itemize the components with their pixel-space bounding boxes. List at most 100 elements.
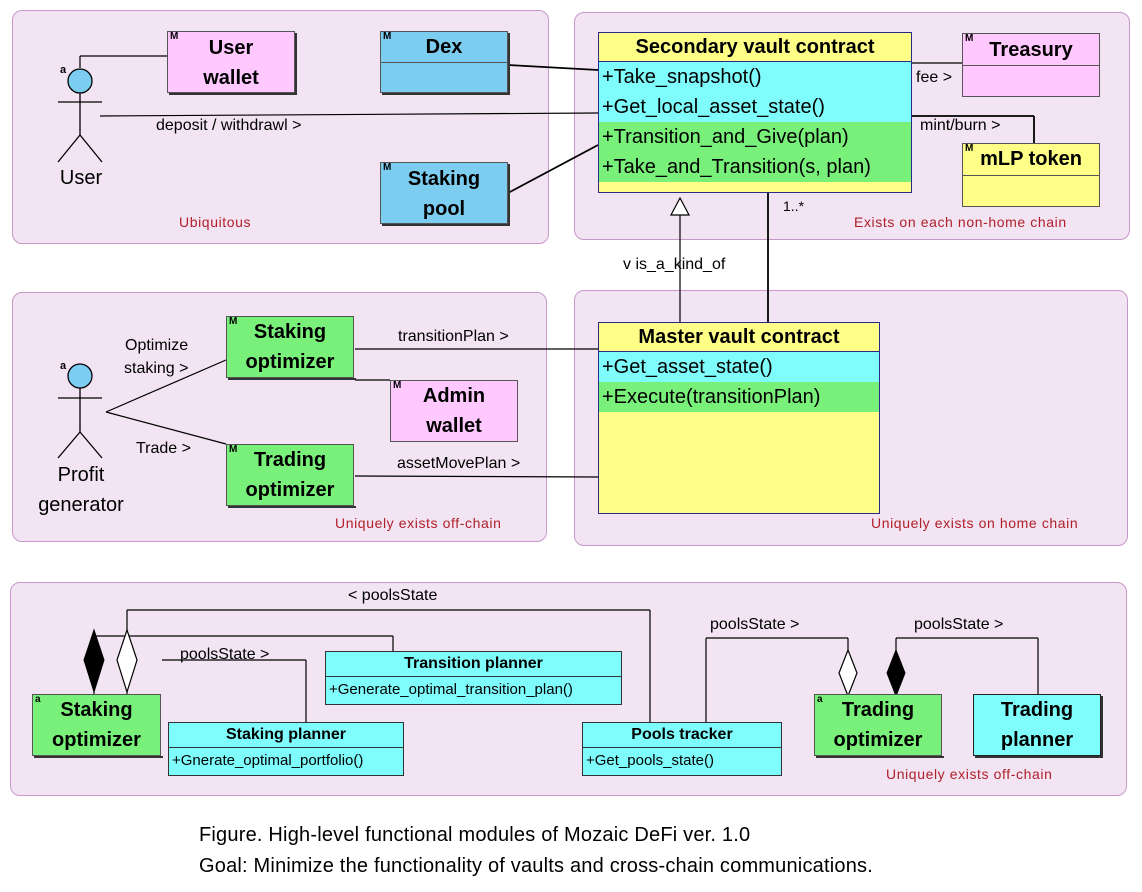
caption-line2: Goal: Minimize the functionality of vaul…: [199, 855, 873, 877]
dex-box[interactable]: M Dex: [380, 31, 508, 93]
mint-burn-label: mint/burn >: [920, 117, 1001, 134]
trading-optimizer-title-2: optimizer: [245, 479, 335, 501]
dex-shadow-bottom: [382, 93, 510, 95]
profit-generator-actor-figure: [57, 363, 103, 459]
a-badge: a: [817, 694, 823, 705]
staking-optimizer-bottom-title-2: optimizer: [52, 729, 141, 751]
staking-pool-title-1: Staking: [407, 168, 481, 190]
trading-optimizer-bottom-title-2: optimizer: [833, 729, 923, 751]
profit-generator-badge: a: [60, 360, 67, 372]
pools-tracker-op: +Get_pools_state(): [586, 752, 714, 769]
trading-planner-shadow-bottom: [975, 756, 1103, 758]
master-vault-op: +Execute(transitionPlan): [599, 382, 879, 412]
staking-pool-shadow: [508, 164, 510, 226]
trading-optimizer-shadow: [228, 506, 356, 508]
asset-move-plan-label: assetMovePlan >: [397, 455, 521, 472]
user-wallet-shadow-bottom: [169, 93, 297, 95]
trading-planner-title-1: Trading: [1000, 699, 1074, 721]
m-badge: M: [229, 444, 238, 455]
dex-shadow: [508, 33, 510, 95]
staking-optimizer-bottom-box[interactable]: a Staking optimizer: [32, 694, 161, 756]
transition-planner-op: +Generate_optimal_transition_plan(): [329, 681, 573, 698]
treasury-box[interactable]: M Treasury: [962, 33, 1100, 97]
a-badge: a: [35, 694, 41, 705]
region-label-ubiquitous: Ubiquitous: [179, 214, 252, 230]
generalization-arrow: [670, 196, 690, 216]
optimize-label-line1: Optimize: [125, 337, 189, 354]
staking-pool-shadow-bottom: [382, 224, 510, 226]
region-label-offchain-bottom: Uniquely exists off-chain: [886, 766, 1053, 782]
user-actor-label: User: [59, 167, 103, 189]
secondary-vault-op: +Get_local_asset_state(): [599, 92, 911, 122]
treasury-divider: [963, 65, 1099, 66]
trading-planner-title-2: planner: [1000, 729, 1074, 751]
deposit-withdraw-label: deposit / withdrawl >: [156, 117, 302, 134]
user-wallet-box[interactable]: M User wallet: [167, 31, 295, 93]
pools-state-right2-label: poolsState >: [914, 616, 1004, 633]
dex-divider: [381, 62, 507, 63]
secondary-vault-contract[interactable]: Secondary vault contract +Take_snapshot(…: [598, 32, 912, 193]
region-label-non-home: Exists on each non-home chain: [854, 214, 1067, 230]
is-a-kind-of-label: v is_a_kind_of: [623, 256, 726, 273]
staking-optimizer-box[interactable]: M Staking optimizer: [226, 316, 354, 378]
trading-planner-shadow: [1101, 696, 1103, 758]
profit-generator-label-line2: generator: [38, 494, 124, 516]
caption-line1: Figure. High-level functional modules of…: [199, 824, 751, 846]
trading-planner-box[interactable]: Trading planner: [973, 694, 1101, 756]
trading-optimizer-bottom-shadow: [816, 756, 944, 758]
staking-optimizer-title-2: optimizer: [245, 351, 335, 373]
user-actor-badge: a: [60, 64, 67, 76]
m-badge: M: [383, 162, 392, 173]
secondary-vault-title: Secondary vault contract: [599, 33, 911, 62]
secondary-vault-op: +Take_and_Transition(s, plan): [599, 152, 911, 182]
multiplicity-label: 1..*: [783, 198, 805, 214]
user-wallet-title-2: wallet: [203, 67, 259, 89]
pools-state-right1-label: poolsState >: [710, 616, 800, 633]
trading-optimizer-box[interactable]: M Trading optimizer: [226, 444, 354, 506]
transition-planner-title: Transition planner: [326, 652, 621, 677]
staking-optimizer-shadow: [228, 378, 356, 380]
region-label-home-chain: Uniquely exists on home chain: [871, 515, 1079, 531]
treasury-title: Treasury: [989, 39, 1073, 61]
staking-planner-title: Staking planner: [169, 723, 403, 748]
staking-optimizer-bottom-title-1: Staking: [60, 699, 133, 721]
user-wallet-title-1: User: [208, 37, 254, 59]
staking-pool-title-2: pool: [422, 198, 466, 220]
pools-tracker-class[interactable]: Pools tracker +Get_pools_state(): [582, 722, 782, 776]
trading-optimizer-bottom-box[interactable]: a Trading optimizer: [814, 694, 942, 756]
transition-plan-label: transitionPlan >: [398, 328, 509, 345]
admin-wallet-box[interactable]: M Admin wallet: [390, 380, 518, 442]
user-actor-figure: [57, 68, 103, 163]
m-badge: M: [965, 33, 974, 44]
profit-generator-label-line1: Profit: [57, 464, 105, 486]
mlp-token-title: mLP token: [980, 148, 1082, 170]
admin-wallet-title-1: Admin: [422, 385, 486, 407]
staking-optimizer-title-1: Staking: [253, 321, 327, 343]
master-vault-op: +Get_asset_state(): [599, 352, 879, 382]
pools-state-left-label: < poolsState: [348, 587, 438, 604]
master-vault-title: Master vault contract: [599, 323, 879, 352]
transition-planner-class[interactable]: Transition planner +Generate_optimal_tra…: [325, 651, 622, 705]
m-badge: M: [393, 380, 402, 391]
staking-optimizer-bottom-shadow: [34, 756, 163, 758]
m-badge: M: [965, 143, 974, 154]
m-badge: M: [170, 31, 179, 42]
user-wallet-shadow: [295, 33, 297, 95]
trading-optimizer-bottom-title-1: Trading: [841, 699, 915, 721]
staking-planner-class[interactable]: Staking planner +Gnerate_optimal_portfol…: [168, 722, 404, 776]
fee-label: fee >: [916, 69, 953, 86]
pools-tracker-title: Pools tracker: [583, 723, 781, 748]
dex-title: Dex: [425, 36, 463, 58]
mlp-token-box[interactable]: M mLP token: [962, 143, 1100, 207]
pools-state-mid-label: poolsState >: [180, 646, 270, 663]
trade-label: Trade >: [136, 440, 191, 457]
m-badge: M: [229, 316, 238, 327]
staking-planner-op: +Gnerate_optimal_portfolio(): [172, 752, 364, 769]
m-badge: M: [383, 31, 392, 42]
secondary-vault-op: +Take_snapshot(): [599, 62, 911, 92]
trading-optimizer-title-1: Trading: [253, 449, 327, 471]
master-vault-contract[interactable]: Master vault contract +Get_asset_state()…: [598, 322, 880, 514]
admin-wallet-title-2: wallet: [426, 415, 482, 437]
staking-pool-box[interactable]: M Staking pool: [380, 162, 508, 224]
